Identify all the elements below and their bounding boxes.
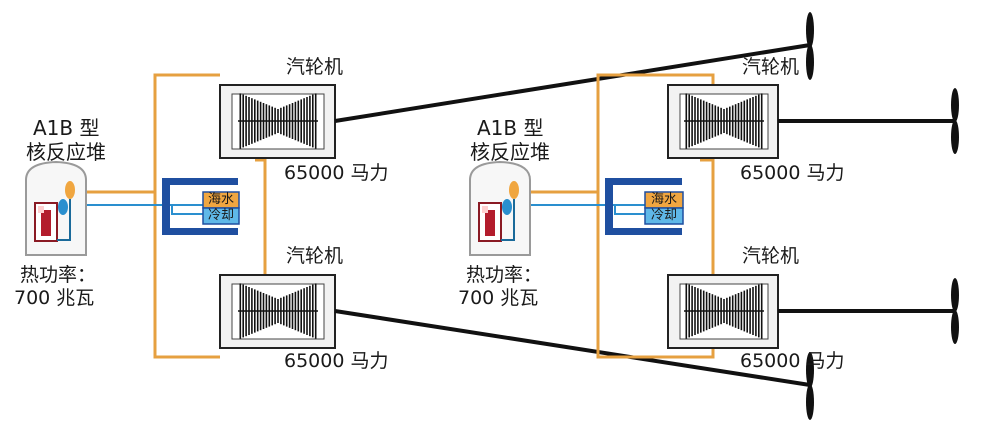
right-cooling-box (644, 207, 684, 225)
left-reactor-name: 核反应堆 (26, 140, 106, 164)
propeller-left-top (806, 12, 814, 80)
left-shaft-bottom (334, 309, 811, 387)
right-turbine-top (667, 84, 779, 159)
right-turbine-bottom-hp: 65000 马力 (740, 350, 845, 372)
left-power-value: 700 兆瓦 (14, 287, 95, 309)
right-turbine-top-label: 汽轮机 (742, 56, 800, 78)
right-turbine-top-hp: 65000 马力 (740, 162, 845, 184)
left-cooling-pipes (68, 204, 205, 215)
left-turbine-top (219, 84, 336, 159)
left-turbine-bottom-hp: 65000 马力 (284, 350, 389, 372)
left-system (25, 43, 811, 387)
right-power-value: 700 兆瓦 (458, 287, 539, 309)
right-turbine-bottom (667, 274, 779, 349)
right-seawater-label: 海水 (650, 192, 677, 207)
right-cooling-pipes (512, 204, 645, 215)
left-turbine-bottom (219, 274, 336, 349)
left-seawater-label: 海水 (207, 192, 234, 207)
left-condenser (162, 178, 238, 235)
propeller-right-bottom (951, 278, 959, 344)
right-system (469, 73, 955, 359)
left-shaft-top (334, 43, 811, 123)
left-reactor-vessel (25, 160, 87, 256)
left-cooling-label: 冷却 (207, 208, 234, 223)
right-reactor-type: A1B 型 (477, 116, 544, 140)
left-turbine-top-hp: 65000 马力 (284, 162, 389, 184)
right-turbine-bottom-label: 汽轮机 (742, 245, 800, 267)
right-condenser (605, 178, 682, 235)
right-reactor-vessel (469, 160, 531, 256)
left-cooling-box (202, 207, 240, 225)
left-turbine-top-label: 汽轮机 (286, 56, 344, 78)
right-reactor-name: 核反应堆 (470, 140, 550, 164)
left-power-label: 热功率： (20, 264, 97, 286)
left-reactor-type: A1B 型 (33, 116, 100, 140)
left-turbine-bottom-label: 汽轮机 (286, 245, 344, 267)
right-cooling-label: 冷却 (650, 208, 677, 223)
propeller-left-bottom (806, 352, 814, 420)
propeller-right-top (951, 88, 959, 154)
right-power-label: 热功率： (466, 264, 543, 286)
